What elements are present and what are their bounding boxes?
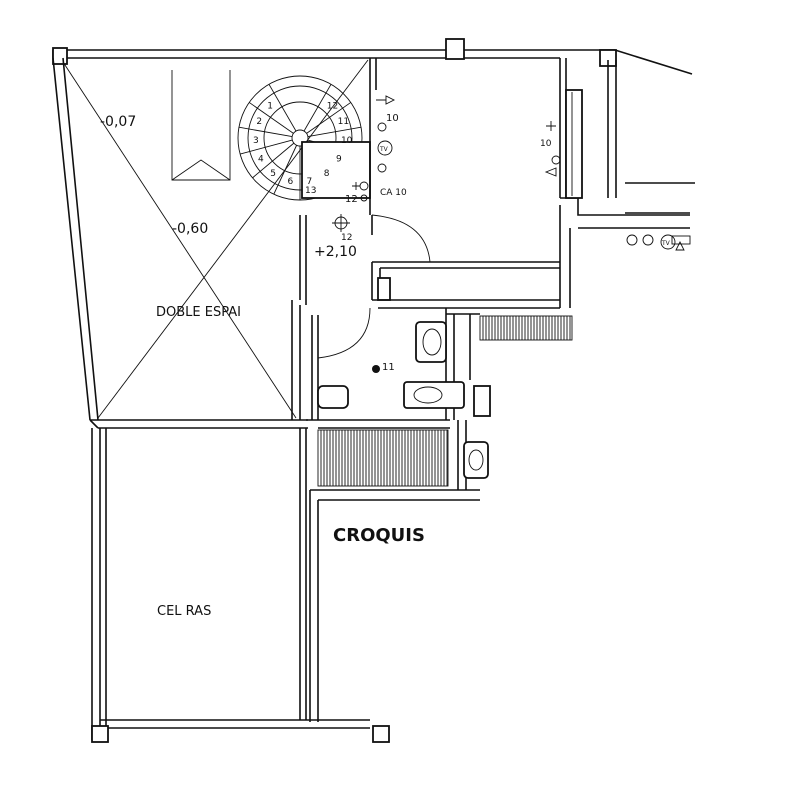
left-walls	[52, 57, 369, 429]
bidet-icon	[463, 441, 489, 479]
wardrobe-right	[565, 89, 583, 199]
switch-label: 12	[345, 194, 358, 205]
stair-step-10: 10	[341, 136, 353, 146]
spiral-staircase	[237, 58, 377, 215]
stair-landing	[301, 141, 371, 199]
interior-walls	[306, 214, 560, 490]
tv-label-2: TV	[661, 240, 671, 247]
void-diagonal-1	[62, 61, 297, 419]
stair-step-7: 7	[307, 177, 313, 187]
socket-icon-2	[377, 163, 387, 173]
stair-step-3: 3	[253, 136, 259, 146]
stair-step-4: 4	[258, 154, 264, 164]
socket-group-label: 10	[540, 139, 552, 149]
room-label-double-space: DOBLE ESPAI	[156, 305, 241, 320]
outer-walls	[52, 38, 695, 308]
stair-step-13: 13	[305, 186, 316, 196]
bath-light-label: 11	[382, 362, 395, 373]
chimney-box	[445, 38, 465, 60]
hatched-areas	[317, 315, 573, 487]
stair-step-8: 8	[324, 169, 330, 179]
level-double-space: -0,60	[172, 221, 208, 237]
lamp-label: 10	[386, 113, 399, 124]
level-roof-edge: -0,07	[100, 114, 136, 130]
toilet-icon	[317, 385, 349, 409]
bathtub-icon	[403, 381, 465, 409]
plan-title: CROQUIS	[333, 525, 425, 546]
level-floor: +2,10	[314, 244, 357, 260]
stair-step-5: 5	[270, 169, 276, 179]
stair-step-9: 9	[336, 154, 342, 164]
void-diagonal-2	[97, 59, 369, 419]
skylight	[171, 70, 231, 181]
switch-icon-right	[546, 121, 556, 131]
room-label-open-sky: CEL RAS	[157, 604, 211, 619]
stair-step-6: 6	[287, 177, 293, 187]
socket-icon	[377, 122, 387, 132]
tv-label-1: TV	[379, 146, 389, 153]
stair-step-12: 12	[327, 102, 338, 112]
corner-post-top-left	[52, 47, 68, 65]
lamp-icon	[376, 95, 396, 105]
terrace	[91, 428, 480, 743]
bathroom-fixtures	[317, 321, 491, 479]
corner-post-bottom-right	[372, 725, 390, 743]
exterior-sockets: TV	[626, 234, 691, 251]
corner-post-bottom-left	[91, 725, 109, 743]
tv-socket-icon	[377, 140, 393, 156]
switch-box	[377, 277, 391, 301]
stair-step-2: 2	[256, 117, 262, 127]
switch-extra-label: CA 10	[380, 188, 407, 198]
ceiling-light-label: 12	[341, 233, 352, 243]
sink-icon	[415, 321, 447, 363]
electrical-symbols: 10 TV 12 CA 10 12 10 TV 11	[332, 95, 691, 373]
stair-step-1: 1	[267, 102, 273, 112]
stair-step-11: 11	[338, 117, 349, 127]
bath-light-icon	[372, 365, 380, 373]
switch-icon	[352, 182, 360, 190]
shower-tray	[473, 385, 491, 417]
